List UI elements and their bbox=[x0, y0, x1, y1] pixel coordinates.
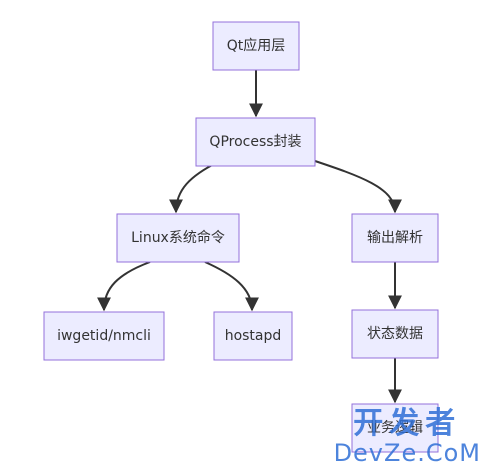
node-linux: Linux系统命令 bbox=[116, 213, 240, 263]
edge-qprocess-parse bbox=[311, 159, 402, 214]
node-label: QProcess封装 bbox=[209, 134, 301, 150]
node-logic: 业务逻辑 bbox=[351, 403, 439, 453]
node-label: 状态数据 bbox=[367, 326, 423, 342]
edge-linux-iwgetid bbox=[97, 261, 151, 312]
node-label: 业务逻辑 bbox=[367, 420, 423, 436]
node-label: Qt应用层 bbox=[227, 37, 286, 54]
node-label: Linux系统命令 bbox=[131, 229, 225, 246]
node-qt: Qt应用层 bbox=[212, 21, 300, 71]
node-label: hostapd bbox=[225, 328, 282, 344]
edge-qprocess-linux bbox=[169, 161, 219, 214]
node-label: iwgetid/nmcli bbox=[57, 328, 151, 344]
node-label: 输出解析 bbox=[367, 230, 423, 246]
node-hostapd: hostapd bbox=[213, 311, 293, 361]
node-status: 状态数据 bbox=[351, 309, 439, 359]
edge-linux-hostapd bbox=[204, 261, 259, 312]
node-iwgetid: iwgetid/nmcli bbox=[43, 311, 165, 361]
node-parse: 输出解析 bbox=[351, 213, 439, 263]
node-qprocess: QProcess封装 bbox=[195, 117, 316, 167]
